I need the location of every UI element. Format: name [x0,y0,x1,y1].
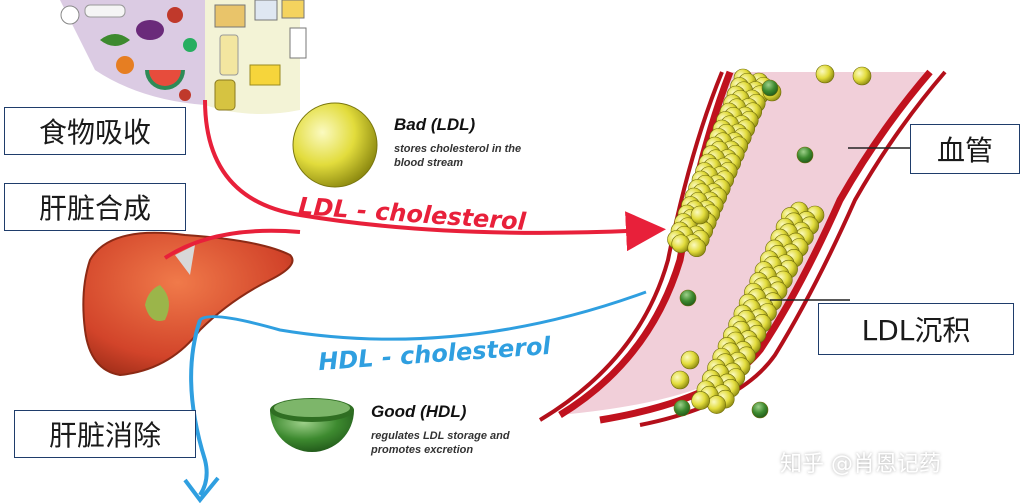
hdl-particle [796,146,814,164]
ldl-plaque-deposits [667,68,825,414]
ldl-particle [670,370,690,390]
label-blood-vessel: 血管 [910,124,1020,174]
hdl-particle [679,289,697,307]
hdl-particle [673,399,691,417]
label-liver-elimination: 肝脏消除 [14,410,196,458]
ldl-particle [852,66,872,86]
label-liver-synthesis: 肝脏合成 [4,183,186,231]
ldl-deposit-particle [707,395,726,414]
label-ldl-deposit: LDL沉积 [818,303,1014,355]
ldl-deposit-particle [687,238,707,258]
watermark: 知乎 @肖恩记药 [780,452,941,477]
hdl-particle [751,401,769,419]
ldl-deposit-particle [671,234,691,254]
hdl-particle [761,79,779,97]
hdl-return-arrow [198,290,647,341]
bad-ldl-title: Bad (LDL) [394,115,476,134]
hdl-particle-icon [270,398,354,452]
ldl-particle-icon [292,102,378,188]
bad-ldl-description: stores cholesterol in the blood stream [394,143,522,169]
ldl-particle [690,205,710,225]
food-wheel [60,0,307,114]
liver-ldl-arrow [163,228,301,260]
elimination-arrow [189,319,209,497]
food-ldl-arrow [203,99,666,252]
ldl-particle [815,64,835,84]
ldl-particle [680,350,700,370]
ldl-deposit-particle [691,391,710,410]
elimination-arrowhead [183,476,220,503]
free-particles [670,64,872,419]
good-hdl-title: Good (HDL) [371,402,467,421]
good-hdl-description: regulates LDL storage and promotes excre… [371,430,510,456]
label-food-absorption: 食物吸收 [4,107,186,155]
liver-illustration [82,231,294,377]
